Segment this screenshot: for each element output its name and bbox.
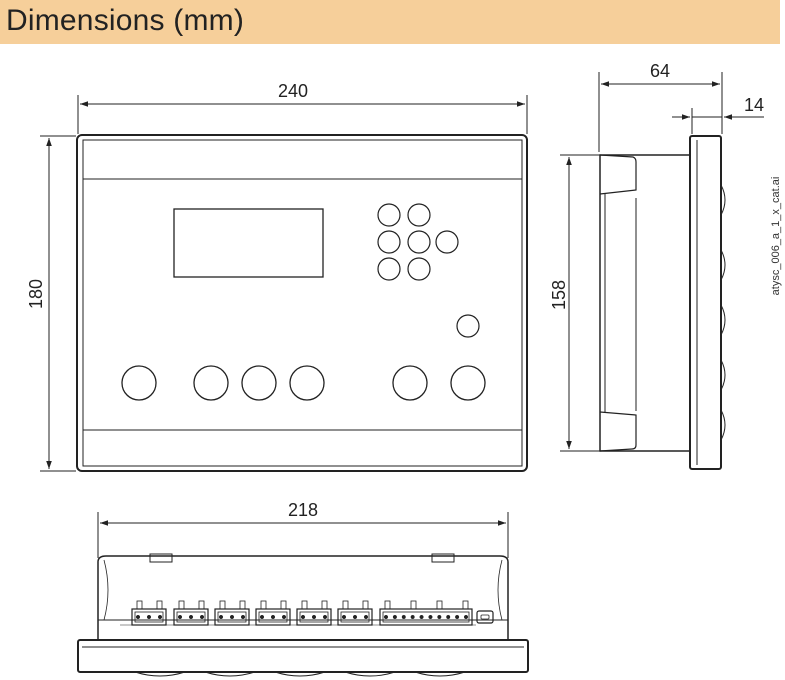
side-height-label: 158 [549, 280, 569, 310]
bottom-view [77, 512, 529, 677]
section-title: Dimensions (mm) [6, 4, 245, 37]
side-depth-label: 64 [650, 61, 670, 81]
large-buttons [121, 365, 486, 401]
bottom-flange [77, 639, 529, 673]
usb-port [476, 610, 494, 624]
file-label: atysc_006_a_1_x_cat.ai [770, 177, 782, 296]
side-flange [689, 135, 722, 470]
front-width-label: 240 [278, 81, 308, 101]
terminal-block [296, 600, 332, 626]
terminal-block [255, 600, 291, 626]
bottom-width-label: 218 [288, 500, 318, 520]
keypad [377, 203, 459, 281]
front-panel [82, 139, 523, 467]
terminal-block [337, 600, 373, 626]
terminal-connectors [120, 600, 494, 626]
bottom-body [97, 555, 509, 641]
front-height-label: 180 [26, 279, 46, 309]
side-view [560, 72, 764, 470]
section-header: Dimensions (mm) [0, 0, 780, 44]
front-bezel [76, 134, 528, 472]
terminal-block [131, 600, 167, 626]
terminal-block [214, 600, 250, 626]
side-flange-label: 14 [744, 95, 764, 115]
terminal-block [173, 600, 209, 626]
terminal-block [379, 600, 473, 626]
side-body [599, 154, 691, 452]
front-view [40, 95, 528, 472]
lcd-display [173, 208, 324, 278]
indicator-button [456, 314, 480, 338]
